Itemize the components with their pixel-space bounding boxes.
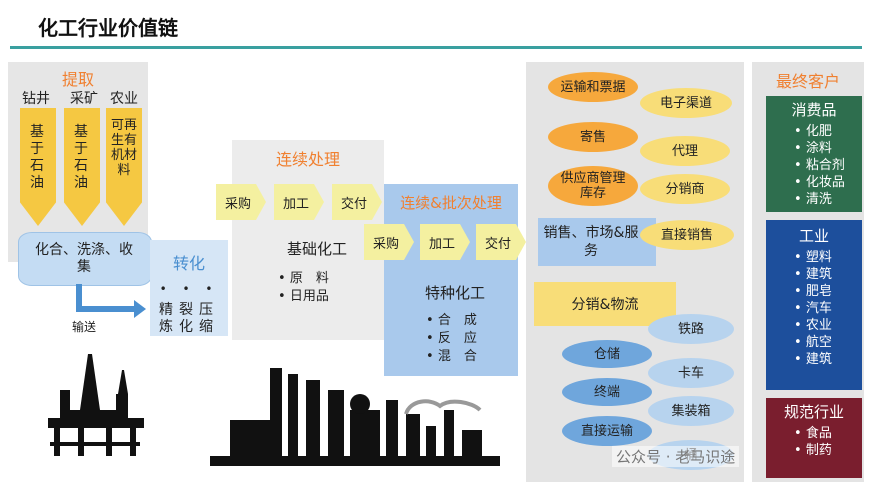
oval-consignment: 寄售 — [548, 122, 638, 152]
transform-dots: • • • — [159, 282, 219, 296]
oil-rig-illustration — [48, 354, 144, 456]
transform-header: 转化 — [172, 254, 205, 273]
oval-direct-sales: 直接销售 — [640, 220, 734, 250]
page-title: 化工行业价值链 — [38, 16, 178, 40]
batch-item-mix: • 混 合 — [426, 349, 477, 364]
drilling-arrow — [20, 108, 56, 226]
factory-illustration — [210, 368, 500, 466]
agriculture-text: 可再生有机材料 — [110, 118, 137, 178]
oval-container: 集装箱 — [648, 396, 734, 426]
consumer-item: • 化肥 — [794, 124, 832, 139]
extraction-header: 提取 — [61, 70, 94, 89]
transport-label: 输送 — [72, 320, 97, 334]
batch-step-deliver: 交付 — [476, 224, 526, 260]
col-head-mining: 采矿 — [70, 91, 98, 107]
drilling-text: 基于石油 — [30, 124, 44, 191]
oval-warehouse: 仓储 — [562, 340, 652, 368]
batch-subtitle: 特种化工 — [424, 284, 485, 302]
mining-arrow — [64, 108, 100, 226]
regulated-title: 规范行业 — [783, 403, 844, 421]
batch-panel — [384, 184, 518, 376]
consumer-box: 消费品 • 化肥 • 涂料 • 粘合剂 • 化妆品 • 清洗 — [766, 96, 862, 212]
collection-text: 化合、洗涤、收集 — [35, 242, 133, 275]
oval-truck: 卡车 — [648, 358, 734, 388]
consumer-item: • 粘合剂 — [794, 158, 845, 173]
oval-transport-billing: 运输和票据 — [548, 72, 638, 102]
transport-arrow-line — [76, 284, 82, 312]
distribution-box — [534, 282, 676, 326]
batch-step-process: 加工 — [420, 224, 470, 260]
col-head-agriculture: 农业 — [110, 91, 138, 107]
continuous-step-purchase: 采购 — [216, 184, 266, 220]
agriculture-arrow — [106, 108, 142, 226]
batch-step-purchase: 采购 — [364, 224, 414, 260]
batch-header: 连续&批次处理 — [400, 194, 502, 212]
regulated-item: • 食品 — [794, 426, 832, 441]
continuous-panel — [232, 140, 384, 340]
industry-item: • 建筑 — [794, 352, 832, 367]
oval-agent: 代理 — [640, 136, 730, 166]
batch-item-synthesis: • 合 成 — [426, 313, 477, 328]
transport-arrow-shaft — [76, 306, 136, 312]
watermark: 公众号 · 老马识途 — [612, 446, 740, 467]
transform-item-compress: 压缩 — [199, 302, 213, 335]
continuous-subtitle: 基础化工 — [286, 240, 347, 258]
transform-panel — [150, 240, 228, 336]
continuous-item-daily: • 日用品 — [278, 289, 329, 304]
transform-item-crack: 裂化 — [179, 302, 193, 335]
continuous-header: 连续处理 — [275, 150, 340, 169]
distribution-text: 分销&物流 — [571, 297, 639, 313]
industry-item: • 农业 — [794, 318, 832, 333]
industry-item: • 建筑 — [794, 267, 832, 282]
industry-item: • 塑料 — [794, 250, 832, 265]
title-rule — [10, 46, 862, 49]
transport-arrow-head — [134, 300, 146, 318]
industry-box: 工业 • 塑料 • 建筑 • 肥皂 • 汽车 • 农业 • 航空 • 建筑 — [766, 220, 862, 390]
oval-e-channel: 电子渠道 — [640, 88, 732, 118]
customers-header: 最终客户 — [775, 72, 840, 91]
industry-item: • 汽车 — [794, 301, 832, 316]
industry-title: 工业 — [798, 227, 829, 245]
consumer-title: 消费品 — [791, 101, 837, 119]
industry-item: • 航空 — [794, 335, 832, 350]
consumer-item: • 涂料 — [794, 141, 832, 156]
industry-item: • 肥皂 — [794, 284, 832, 299]
consumer-item: • 化妆品 — [794, 175, 845, 190]
regulated-box: 规范行业 • 食品 • 制药 — [766, 398, 862, 478]
oval-distributor: 分销商 — [640, 174, 730, 204]
oval-terminal: 终端 — [562, 378, 652, 406]
oval-vmi: 供应商管理库存 — [548, 166, 638, 206]
continuous-item-raw: • 原 料 — [278, 271, 329, 286]
batch-item-reaction: • 反 应 — [426, 331, 477, 346]
transform-item-refine: 精炼 — [159, 302, 173, 335]
sales-box — [538, 218, 656, 266]
sales-box-text: 销售、市场&服务 — [543, 225, 639, 259]
collection-cylinder — [18, 232, 152, 286]
mining-text: 基于石油 — [74, 124, 88, 191]
regulated-item: • 制药 — [794, 443, 832, 458]
continuous-step-deliver: 交付 — [332, 184, 382, 220]
consumer-item: • 清洗 — [794, 192, 832, 207]
oval-rail: 铁路 — [648, 314, 734, 344]
continuous-step-process: 加工 — [274, 184, 324, 220]
oval-direct-transport: 直接运输 — [562, 416, 652, 446]
col-head-drilling: 钻井 — [22, 91, 50, 107]
